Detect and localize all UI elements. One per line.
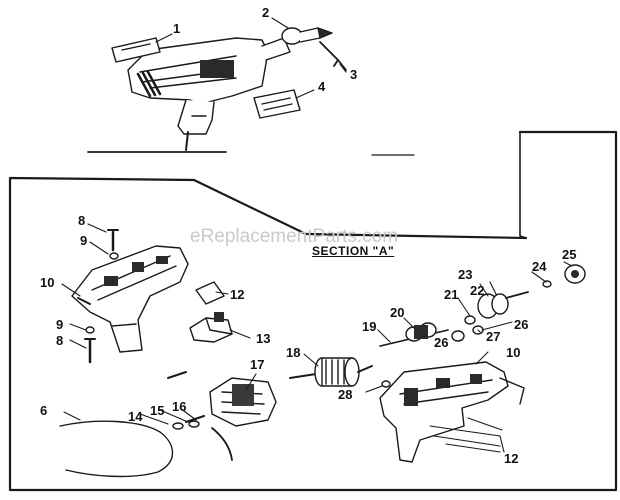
watermark-text: eReplacementParts.com [190, 226, 399, 247]
washer-part-24 [542, 280, 552, 288]
callout-9-top: 9 [80, 233, 88, 248]
screw-part-8-top [107, 229, 119, 252]
callout-12-right: 12 [504, 451, 519, 466]
housing-half-part-10-right [379, 361, 509, 463]
callout-8-bottom: 8 [56, 333, 64, 348]
callout-9-bottom: 9 [56, 317, 64, 332]
callout-18: 18 [286, 345, 301, 360]
callout-26-right: 26 [514, 317, 529, 332]
section-title: SECTION "A" [312, 244, 395, 258]
cord-part-6 [59, 420, 233, 478]
callout-4: 4 [318, 79, 326, 94]
parts-26-27 [451, 325, 484, 342]
callout-17: 17 [250, 357, 265, 372]
callout-10-right: 10 [506, 345, 521, 360]
housing-half-part-10-left [71, 245, 189, 353]
callout-10-left: 10 [40, 275, 55, 290]
section-frame [8, 130, 618, 492]
callout-26-lower: 26 [434, 335, 449, 350]
callout-15: 15 [150, 403, 165, 418]
callout-19: 19 [362, 319, 377, 334]
part-12-right-detail [499, 377, 525, 405]
callout-22: 22 [470, 283, 485, 298]
gear-part-21-22 [464, 293, 509, 325]
washer-part-9-bottom [85, 326, 95, 334]
callout-28: 28 [338, 387, 353, 402]
callout-25: 25 [562, 247, 577, 262]
leader-lines [61, 17, 573, 453]
callout-16: 16 [172, 399, 187, 414]
nut-part-25 [564, 264, 586, 284]
callout-8-top: 8 [78, 213, 86, 228]
callout-6: 6 [40, 403, 48, 418]
bearing-part-20 [405, 322, 437, 342]
nameplate-part-1 [111, 37, 161, 63]
callout-12-left: 12 [230, 287, 245, 302]
callout-13: 13 [256, 331, 271, 346]
callout-27: 27 [486, 329, 501, 344]
callout-20: 20 [390, 305, 405, 320]
callout-2: 2 [262, 5, 270, 20]
screw-part-8-bottom [84, 338, 96, 364]
chuck-part-2 [281, 27, 333, 45]
callout-1: 1 [173, 21, 181, 36]
part-12-left [195, 281, 225, 305]
armature-part-18 [289, 357, 373, 387]
callout-23: 23 [458, 267, 473, 282]
washer-part-9-top [109, 252, 119, 260]
washer-part-28 [381, 380, 391, 388]
callout-24: 24 [532, 259, 547, 274]
label-part-4 [253, 89, 301, 119]
field-assembly-part-17 [209, 377, 277, 427]
callout-3: 3 [350, 67, 358, 82]
callout-21: 21 [444, 287, 459, 302]
callout-14: 14 [128, 409, 143, 424]
spindle-part-23 [505, 291, 529, 299]
switch-part-13 [189, 312, 233, 343]
chuck-key-part-3 [319, 41, 347, 71]
assembled-drill [127, 37, 291, 151]
